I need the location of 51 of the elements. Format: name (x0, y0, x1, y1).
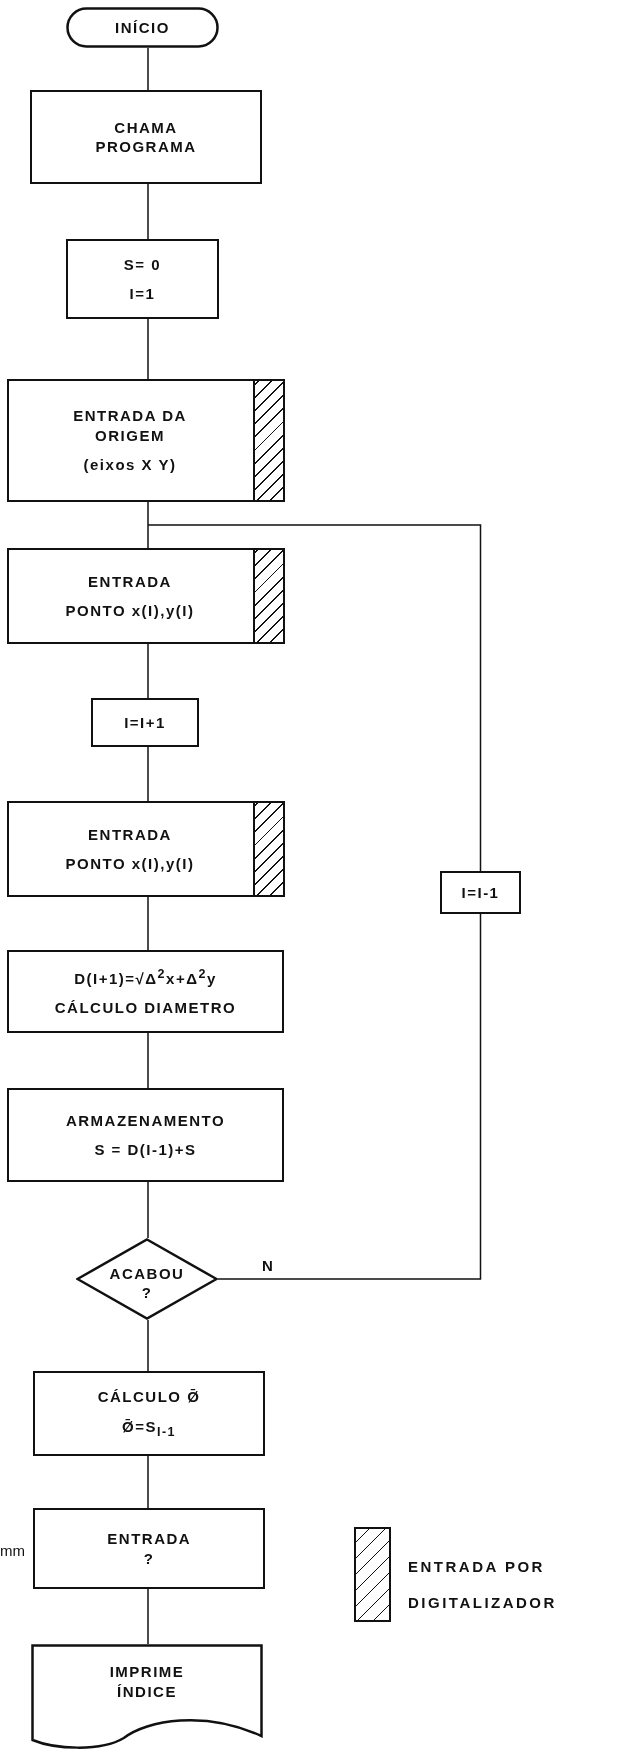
process-box (440, 871, 521, 914)
node-text: ENTRADA DA ORIGEM (72, 406, 188, 446)
node-text: S = D(I-1)+S (94, 1140, 197, 1160)
connector (147, 1032, 149, 1089)
node-text: INÍCIO (115, 17, 170, 38)
connector (147, 643, 149, 699)
connector (147, 896, 149, 951)
legend-text: ENTRADA POR DIGITALIZADOR (408, 1557, 557, 1613)
node-text: ACABOU ? (109, 1263, 185, 1303)
process-box (66, 239, 219, 319)
process-box (33, 1371, 265, 1456)
node-text: I=1 (129, 284, 156, 304)
connector (147, 183, 149, 240)
node-text: IMPRIME ÍNDICE (109, 1662, 185, 1701)
connector (147, 47, 149, 91)
input-box (7, 801, 285, 897)
terminator (66, 7, 219, 48)
connector (147, 1588, 149, 1645)
node-text: CÁLCULO DIAMETRO (54, 998, 237, 1018)
connector (147, 1181, 149, 1239)
decision-diamond (76, 1238, 218, 1320)
node-text: PONTO x(I),y(I) (65, 601, 195, 621)
connector (147, 1319, 149, 1372)
process-box (7, 950, 284, 1033)
node-text: D(I+1)=√Δ$^{2}$x+Δ$^{2}$y (74, 965, 217, 988)
connector (147, 524, 482, 872)
node-text: ENTRADA ? (107, 1529, 191, 1568)
input-box (7, 379, 285, 502)
document-shape (31, 1644, 263, 1750)
process-box (7, 1088, 284, 1182)
connector (217, 913, 482, 1280)
node-text: CÁLCULO Ø̄ (97, 1387, 201, 1407)
connector (147, 318, 149, 380)
node-text: I=I-1 (461, 882, 500, 903)
node-text: Ø̄=S$_{I-1}$ (122, 1416, 176, 1440)
node-text: ENTRADA (88, 571, 172, 591)
connector (147, 524, 149, 549)
node-text: S= 0 (123, 254, 162, 274)
node-text: I=I+1 (124, 712, 166, 733)
node-text: (eixos X Y) (82, 455, 178, 475)
connector (147, 501, 149, 526)
node-text: PONTO x(I),y(I) (65, 854, 195, 874)
process-box (91, 698, 199, 747)
connector (147, 746, 149, 802)
input-box (7, 548, 285, 644)
process-box (30, 90, 262, 184)
node-text: ENTRADA (88, 824, 172, 844)
side-note: mm (0, 1541, 25, 1559)
connector (147, 1455, 149, 1509)
node-text: ARMAZENAMENTO (65, 1110, 226, 1130)
node-text: CHAMA PROGRAMA (95, 117, 197, 157)
